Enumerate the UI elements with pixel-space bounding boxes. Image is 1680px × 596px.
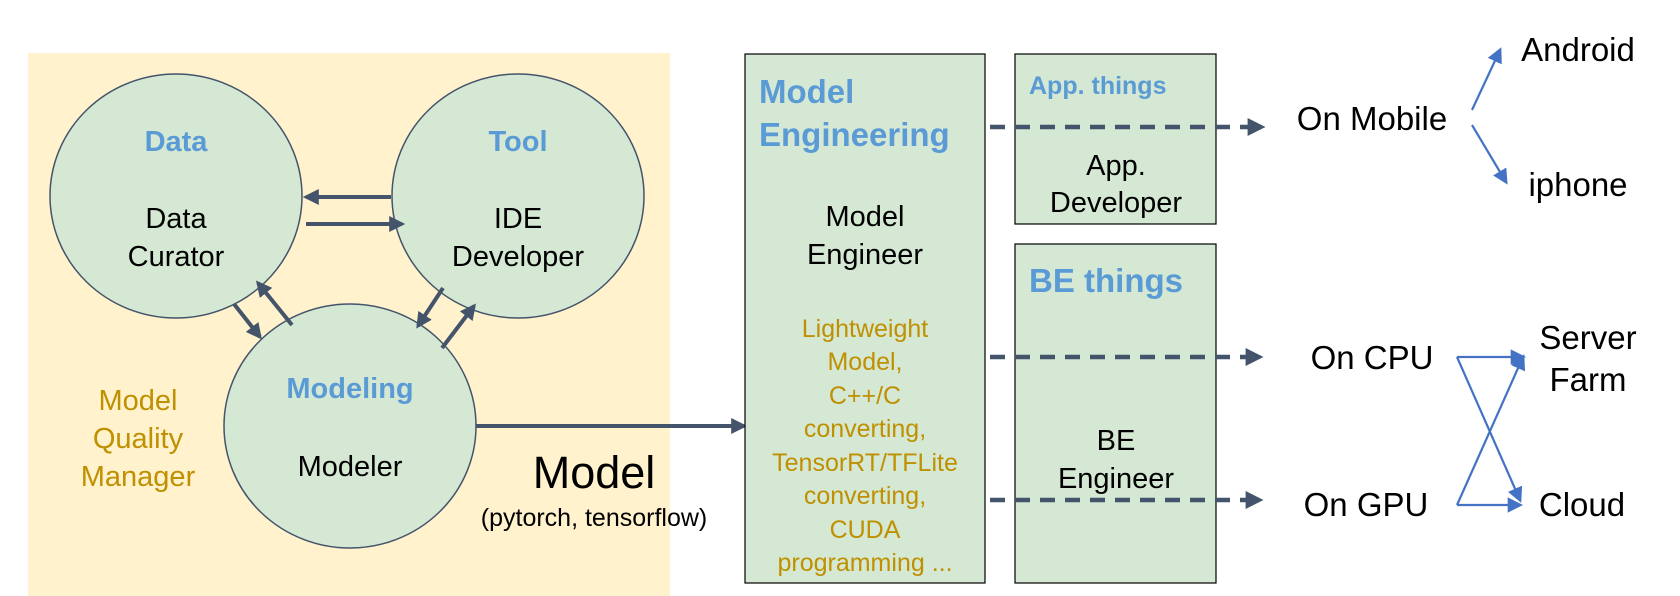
target-iphone: iphone bbox=[1528, 166, 1627, 203]
data-role-line-2: Curator bbox=[128, 241, 225, 273]
model-label: Model bbox=[533, 447, 656, 498]
model-engineer-line-1: Model bbox=[826, 201, 905, 233]
task-line-6: converting, bbox=[804, 482, 926, 510]
data-role-line-1: Data bbox=[145, 203, 207, 235]
arrow-tool-to-modeling bbox=[416, 286, 445, 329]
tool-role-line-1: IDE bbox=[494, 203, 542, 235]
task-line-2: Model, bbox=[827, 348, 902, 376]
be-engineer-line-2: Engineer bbox=[1058, 463, 1174, 495]
task-line-8: programming ... bbox=[777, 549, 952, 577]
modeling-circle bbox=[223, 303, 477, 549]
be-engineer-line-1: BE bbox=[1097, 425, 1136, 457]
app-things-title: App. things bbox=[1029, 72, 1166, 100]
data-circle bbox=[49, 73, 303, 319]
target-cloud: Cloud bbox=[1539, 486, 1625, 523]
tool-role-line-2: Developer bbox=[452, 241, 585, 273]
task-line-7: CUDA bbox=[830, 516, 901, 544]
model-engineering-title-2: Engineering bbox=[759, 116, 950, 153]
target-server-line-1: Server bbox=[1539, 319, 1636, 356]
manager-line-2: Quality bbox=[93, 423, 184, 455]
target-gpu: On GPU bbox=[1304, 486, 1429, 523]
modeling-role-line-1: Modeler bbox=[298, 451, 403, 483]
task-line-4: converting, bbox=[804, 415, 926, 443]
manager-line-3: Manager bbox=[81, 461, 196, 493]
app-developer-line-1: App. bbox=[1086, 150, 1146, 182]
be-things-box bbox=[1014, 243, 1217, 584]
task-line-5: TensorRT/TFLite bbox=[772, 449, 958, 477]
arrow-modeling-to-tool bbox=[440, 303, 476, 350]
arrow-data-to-modeling bbox=[232, 302, 262, 340]
task-line-3: C++/C bbox=[829, 382, 901, 410]
target-android: Android bbox=[1521, 31, 1635, 68]
target-mobile: On Mobile bbox=[1297, 100, 1447, 137]
arrow-mobile-to-android bbox=[1471, 47, 1502, 111]
app-things-box bbox=[1014, 53, 1217, 225]
model-engineering-box bbox=[744, 53, 986, 584]
target-server-line-2: Farm bbox=[1550, 361, 1627, 398]
tool-title: Tool bbox=[488, 126, 547, 158]
target-cpu: On CPU bbox=[1311, 339, 1434, 376]
model-engineer-line-2: Engineer bbox=[807, 239, 923, 271]
tool-circle bbox=[391, 73, 645, 319]
model-engineering-title-1: Model bbox=[759, 73, 854, 110]
be-things-title: BE things bbox=[1029, 262, 1183, 299]
arrow-cpu-to-cloud bbox=[1455, 356, 1523, 503]
modeling-title: Modeling bbox=[286, 373, 413, 405]
manager-line-1: Model bbox=[99, 385, 178, 417]
model-sub-label: (pytorch, tensorflow) bbox=[481, 504, 707, 532]
arrow-modeling-to-data bbox=[255, 280, 294, 327]
task-line-1: Lightweight bbox=[802, 315, 929, 343]
arrow-gpu-to-server bbox=[1455, 354, 1526, 506]
app-developer-line-2: Developer bbox=[1050, 187, 1183, 219]
arrow-mobile-to-iphone bbox=[1471, 124, 1508, 185]
data-title: Data bbox=[145, 126, 209, 158]
